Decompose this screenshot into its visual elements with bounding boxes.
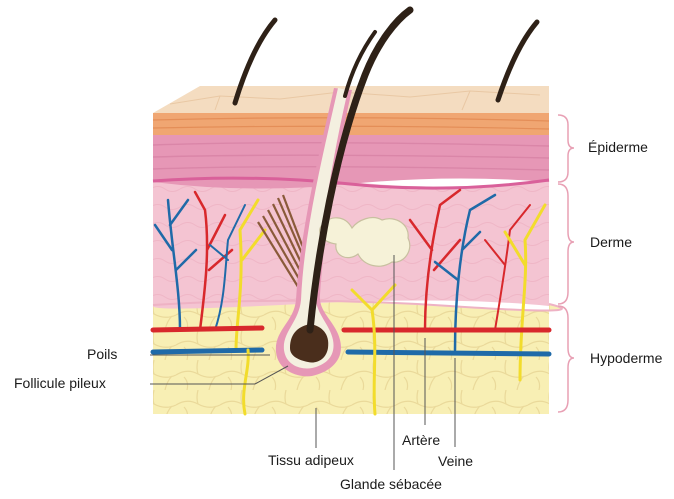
epidermis-layer [153, 133, 549, 189]
label-derme: Derme [590, 234, 632, 250]
derme-bracket [558, 184, 574, 304]
label-poils: Poils [87, 346, 117, 362]
label-follicule-pileux: Follicule pileux [14, 375, 106, 391]
label-tissu-adipeux: Tissu adipeux [268, 452, 354, 468]
hypodermis-layer [153, 301, 562, 414]
layer-brackets [558, 115, 574, 412]
label-veine: Veine [438, 453, 473, 469]
label-hypoderme: Hypoderme [590, 350, 662, 366]
label-artere: Artère [402, 432, 440, 448]
label-glande-sebacee: Glande sébacée [340, 476, 442, 492]
epiderme-bracket [558, 115, 574, 182]
hypoderme-bracket [558, 306, 574, 412]
label-epiderme: Épiderme [588, 139, 648, 155]
